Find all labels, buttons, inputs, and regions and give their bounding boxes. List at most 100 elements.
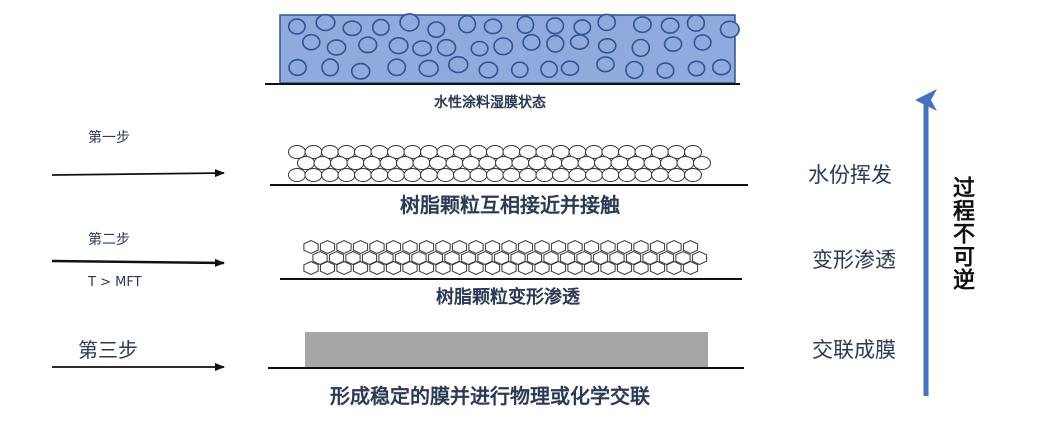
resin-particle <box>544 156 563 170</box>
resin-particle <box>453 168 471 182</box>
hexagon-particle <box>345 251 361 265</box>
resin-particle <box>486 168 504 182</box>
resin-particle <box>519 168 537 182</box>
resin-particle <box>478 156 497 170</box>
hexagon-particle <box>642 251 658 265</box>
resin-particle <box>528 156 546 170</box>
resin-particle <box>660 156 678 170</box>
wet-particle <box>350 62 371 80</box>
resin-particle <box>667 168 686 182</box>
wet-particle <box>546 34 565 53</box>
wet-particle <box>418 59 440 78</box>
wet-particle <box>287 18 306 35</box>
stage-caption-contact: 树脂颗粒互相接近并接触 <box>400 193 620 217</box>
hexagon-particle <box>501 261 517 275</box>
wet-particle <box>470 40 489 57</box>
resin-particle <box>288 168 306 182</box>
resin-particle <box>535 168 554 182</box>
wet-particle <box>540 60 559 79</box>
resin-particle <box>420 168 438 182</box>
hexagon-particle <box>369 240 385 254</box>
step-1-label: 第一步 <box>88 130 130 146</box>
hexagon-particle <box>427 251 444 265</box>
hexagon-particle <box>526 251 543 265</box>
step-2-arrow <box>51 258 225 267</box>
wet-particle <box>493 37 514 56</box>
wet-particle <box>315 13 336 32</box>
wet-particle <box>631 38 651 58</box>
resin-particle <box>304 168 323 182</box>
resin-particle <box>502 168 521 182</box>
hexagon-particle <box>303 261 319 275</box>
resin-particle <box>495 156 513 170</box>
wet-particle <box>516 15 535 34</box>
side-label-evaporation: 水份挥发 <box>808 163 892 187</box>
resin-particle <box>462 156 480 170</box>
hexagon-particle <box>484 240 501 254</box>
resin-particle <box>676 156 695 170</box>
wet-particle <box>447 55 469 74</box>
hexagon-particle <box>418 240 435 254</box>
hexagon-particle <box>567 240 583 254</box>
resin-particle <box>429 156 447 170</box>
resin-particle <box>568 168 587 182</box>
resin-particle <box>618 168 636 182</box>
hexagon-particle <box>484 261 501 275</box>
resin-particle <box>684 145 702 159</box>
hexagon-particle <box>477 251 493 265</box>
stage-caption-wet-film: 水性涂料湿膜状态 <box>434 95 546 111</box>
wet-particle <box>483 18 503 35</box>
hexagon-particle <box>460 251 477 265</box>
wet-particle <box>597 37 617 54</box>
hexagon-particle <box>312 251 328 265</box>
hexagon-particle <box>451 261 468 275</box>
hexagon-particle <box>517 261 534 275</box>
wet-particle <box>625 60 644 80</box>
stage-film-layer <box>268 332 744 369</box>
hexagon-particle <box>336 240 352 254</box>
wet-film-particles <box>287 13 740 80</box>
hexagon-particle <box>559 251 576 265</box>
hexagon-particle <box>468 240 484 254</box>
hexagon-particle <box>633 240 649 254</box>
hexagon-particle <box>567 261 583 275</box>
resin-particle <box>297 156 315 170</box>
resin-particle <box>511 156 530 170</box>
hexagon-particle <box>319 261 336 275</box>
resin-particle <box>321 168 339 182</box>
stage-deform-layer <box>280 240 742 280</box>
hexagon-particle <box>385 240 402 254</box>
process-irreversible-label: 过程不可逆 <box>949 176 974 291</box>
wet-particle <box>436 38 457 57</box>
resin-particle <box>436 168 455 182</box>
wet-film-layer <box>265 13 740 85</box>
hexagon-particle <box>493 251 510 265</box>
step-2-condition: T > MFT <box>88 275 142 290</box>
wet-particle <box>597 13 617 32</box>
hexagon-particle <box>600 261 616 275</box>
wet-particle <box>660 17 680 34</box>
resin-particle <box>552 168 570 182</box>
hexagon-particle <box>352 261 369 275</box>
hexagon-particle <box>402 261 418 275</box>
resin-particle <box>354 168 372 182</box>
resin-particle <box>403 168 422 182</box>
hexagon-particle <box>675 251 691 265</box>
resin-particle <box>610 156 629 170</box>
hexagon-particle <box>649 261 666 275</box>
resin-particle <box>693 156 711 170</box>
wet-particle <box>687 60 706 77</box>
resin-particle <box>577 156 596 170</box>
hexagon-particle <box>600 240 616 254</box>
wet-particle <box>371 18 390 36</box>
resin-particle <box>337 168 356 182</box>
wet-particle <box>288 58 308 77</box>
hexagon-particle <box>517 240 534 254</box>
resin-particle <box>346 156 365 170</box>
hexagon-particle <box>402 240 418 254</box>
wet-particle <box>478 61 499 79</box>
hexagon-particle <box>328 251 345 265</box>
wet-particle <box>569 34 590 50</box>
wet-particle <box>693 34 712 51</box>
hexagon-particle <box>658 251 675 265</box>
